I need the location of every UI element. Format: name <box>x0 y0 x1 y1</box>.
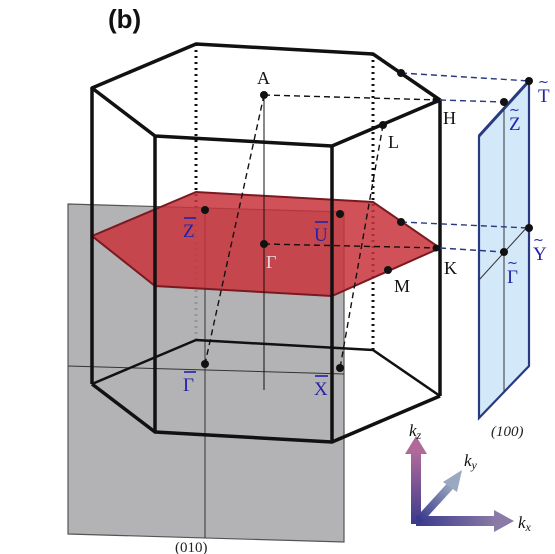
label-X-bar: X <box>314 375 328 400</box>
dot-gamma-tilde <box>500 248 508 256</box>
label-plane-100: (100) <box>491 424 524 440</box>
dot-A <box>260 91 268 99</box>
dot-Z-bar <box>201 206 209 214</box>
dot-L <box>379 121 387 129</box>
dot-edge-mid <box>397 218 405 226</box>
svg-text:X: X <box>314 379 328 400</box>
axis-label-kz: kz <box>409 421 422 442</box>
svg-text:Z: Z <box>183 221 195 242</box>
dot-T-tilde <box>525 77 533 85</box>
dot-Y-tilde <box>525 224 533 232</box>
kz-arrow-shaft <box>411 452 421 524</box>
projection-lines <box>400 72 530 253</box>
label-plane-010: (010) <box>175 540 208 554</box>
svg-text:~: ~ <box>509 103 520 118</box>
label-Z-tilde: Z ~ <box>509 103 521 135</box>
svg-text:U: U <box>314 225 328 246</box>
svg-text:~: ~ <box>538 75 549 90</box>
dot-U-bar <box>336 210 344 218</box>
svg-text:Z: Z <box>509 114 521 135</box>
svg-text:~: ~ <box>533 233 544 248</box>
svg-text:~: ~ <box>507 256 518 271</box>
dot-X-bar <box>336 364 344 372</box>
dot-gamma <box>260 240 268 248</box>
dot-M <box>384 266 392 274</box>
dot-Z-tilde <box>500 98 508 106</box>
k-axes-indicator: kz ky kx <box>405 421 532 534</box>
hexagonal-prism-edges <box>90 42 442 444</box>
label-T-tilde: T ~ <box>538 75 550 107</box>
label-Gamma-tilde: Γ ~ <box>507 256 518 288</box>
svg-text:Γ: Γ <box>183 375 194 396</box>
panel-label: (b) <box>108 4 141 34</box>
dot-K <box>432 244 440 252</box>
dot-H <box>432 96 440 104</box>
dot-edge-top <box>397 69 405 77</box>
high-symmetry-dots <box>201 69 533 372</box>
label-A: A <box>257 68 270 88</box>
axis-label-ky: ky <box>464 451 478 472</box>
kz-arrow-head <box>405 436 427 454</box>
ky-arrow-head <box>443 470 462 492</box>
kx-arrow-head <box>494 510 514 532</box>
svg-text:Γ: Γ <box>507 267 518 288</box>
label-Z-bar: Z <box>183 217 196 242</box>
kx-arrow-shaft <box>416 516 496 526</box>
label-M: M <box>394 276 410 296</box>
label-K: K <box>444 258 457 278</box>
label-L: L <box>388 132 399 152</box>
label-U-bar: U <box>314 221 328 246</box>
svg-text:Y: Y <box>533 244 547 265</box>
label-Y-tilde: Y ~ <box>533 233 547 265</box>
svg-text:T: T <box>538 86 550 107</box>
label-Gamma-bar: Γ <box>183 371 196 396</box>
label-H: H <box>443 108 456 128</box>
label-Gamma: Γ <box>266 252 276 272</box>
axis-label-kx: kx <box>518 513 532 534</box>
dot-gamma-bar <box>201 360 209 368</box>
ky-arrow-shaft <box>416 480 456 523</box>
